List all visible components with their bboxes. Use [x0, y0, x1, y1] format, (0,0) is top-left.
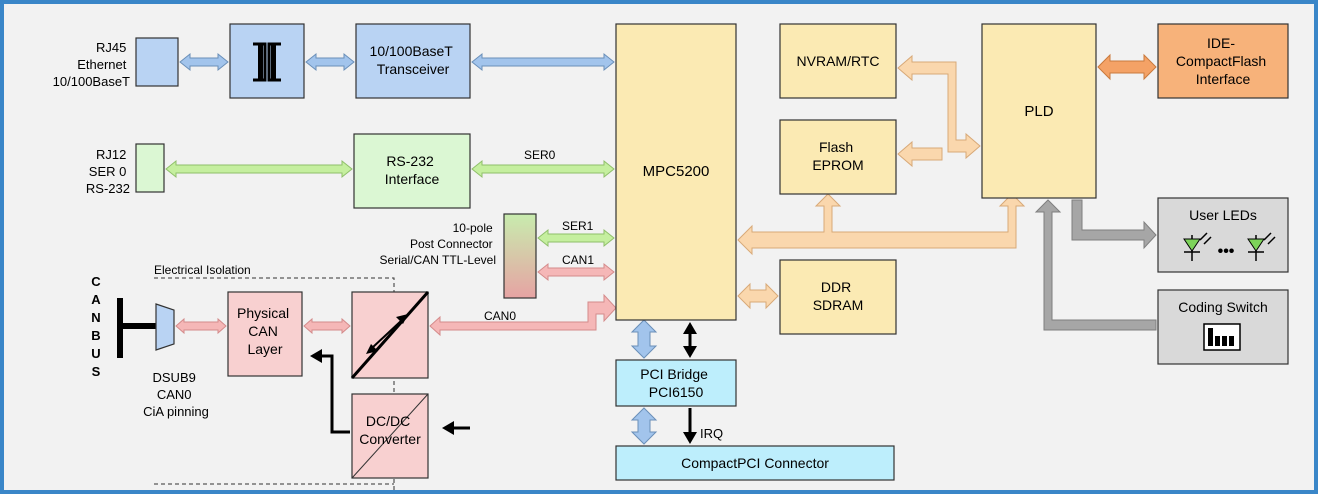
rs232-interface-block [353, 133, 471, 209]
dsub9-connector [155, 303, 175, 351]
arrow-mpc-ddr [737, 282, 779, 310]
can0-label: CAN0 [484, 309, 516, 323]
arrow-local-bus [737, 193, 1026, 256]
post-connector-label: 10-pole Post Connector Serial/CAN TTL-Le… [380, 221, 496, 267]
memory-group: NVRAM/RTC Flash EPROM DDR SDRAM [779, 23, 897, 335]
can-group: Electrical Isolation C A N B U S DSUB9 C… [91, 263, 516, 490]
rj45-connector [135, 37, 179, 87]
coding-switch-label: Coding Switch [1178, 299, 1268, 315]
arrow-mpc-pci-bridge [630, 319, 658, 359]
pld-label: PLD [1024, 103, 1053, 120]
block-diagram: RJ45 Ethernet 10/100BaseT 10/100BaseT Tr… [53, 23, 1289, 490]
svg-text:S: S [92, 364, 101, 379]
arrow-nvram-pld [897, 54, 981, 160]
ide-block [1157, 23, 1289, 99]
flash-label: Flash EPROM [812, 139, 863, 173]
can1-label: CAN1 [562, 253, 594, 267]
pld-group: PLD IDE- CompactFlash Interface [981, 23, 1289, 199]
svg-text:B: B [91, 328, 100, 343]
ddr-label: DDR SDRAM [813, 279, 864, 313]
user-leds-block [1157, 197, 1289, 273]
arrow-rj45-magnetics [179, 52, 229, 72]
arrow-transceiver-mpc [471, 52, 615, 72]
dip-switch-icon [1203, 323, 1241, 351]
isolator-icon [350, 291, 430, 379]
post-connector [503, 213, 537, 299]
arrow-can0 [429, 293, 617, 337]
transceiver-block [355, 23, 471, 99]
svg-text:A: A [91, 292, 101, 307]
compactpci-connector-block [615, 445, 895, 481]
led-icon [1183, 232, 1212, 261]
rs232-interface-label: RS-232 Interface [385, 153, 440, 187]
user-leds-label: User LEDs [1189, 207, 1257, 223]
arrow-physical-can-isolator [303, 317, 351, 335]
arrow-can1 [537, 262, 615, 282]
arrow-coding-switch-pld [1034, 199, 1157, 331]
svg-text:U: U [91, 346, 100, 361]
led-ellipsis: ••• [1218, 243, 1235, 260]
ddr-block [779, 259, 897, 335]
nvram-label: NVRAM/RTC [797, 53, 880, 69]
pld-block [981, 23, 1097, 199]
irq-label: IRQ [700, 426, 723, 441]
transceiver-label: 10/100BaseT Transceiver [370, 43, 457, 77]
arrow-pci-bridge-cpci [630, 407, 658, 445]
arrow-dcdc-physical-can [322, 354, 350, 434]
ethernet-group: RJ45 Ethernet 10/100BaseT 10/100BaseT Tr… [53, 23, 471, 99]
rs232-group: RJ12 SER 0 RS-232 RS-232 Interface SER0 [86, 133, 556, 209]
pci-bridge-block [615, 359, 737, 407]
user-leds-group: User LEDs ••• [1157, 197, 1289, 273]
connections [165, 52, 1157, 445]
ethernet-magnetics [229, 23, 305, 99]
svg-text:N: N [91, 310, 100, 325]
nvram-block [779, 23, 897, 99]
rj45-label: RJ45 Ethernet 10/100BaseT [53, 40, 130, 89]
pci-bridge-label: PCI Bridge PCI6150 [640, 366, 712, 400]
physical-can-block [227, 291, 303, 377]
ser1-label: SER1 [562, 219, 594, 233]
coding-switch-group: Coding Switch [1157, 289, 1289, 365]
rj12-connector [135, 143, 165, 193]
arrow-ser1 [537, 228, 615, 248]
flash-block [779, 119, 897, 195]
ser0-label: SER0 [524, 148, 556, 162]
pci-group: PCI Bridge PCI6150 IRQ CompactPCI Connec… [615, 359, 895, 481]
arrow-pld-ide [1097, 53, 1157, 81]
dsub-label: DSUB9 CAN0 CiA pinning [143, 370, 209, 419]
transformer-icon [253, 42, 281, 82]
compactpci-connector-label: CompactPCI Connector [681, 455, 829, 471]
rj12-label: RJ12 SER 0 RS-232 [86, 147, 130, 196]
led-icon [1247, 232, 1276, 261]
svg-text:C: C [91, 274, 101, 289]
arrow-dsub-physical-can [175, 317, 227, 335]
dcdc-label: DC/DC Converter [359, 413, 421, 447]
arrow-rs232-mpc [471, 159, 615, 179]
mpc5200-group: MPC5200 [615, 23, 737, 321]
post-connector-group: 10-pole Post Connector Serial/CAN TTL-Le… [380, 213, 594, 299]
arrow-magnetics-transceiver [305, 52, 355, 72]
canbus-label: C A N B U S [91, 274, 101, 379]
ide-label: IDE- CompactFlash Interface [1176, 35, 1270, 87]
arrow-pld-leds [1071, 199, 1157, 250]
arrow-rj12-rs232 [165, 159, 353, 179]
mpc5200-block [615, 23, 737, 321]
isolation-label: Electrical Isolation [154, 263, 251, 277]
mpc5200-label: MPC5200 [643, 163, 710, 180]
arrow-flash-pld [897, 140, 943, 168]
physical-can-label: Physical CAN Layer [237, 305, 293, 357]
